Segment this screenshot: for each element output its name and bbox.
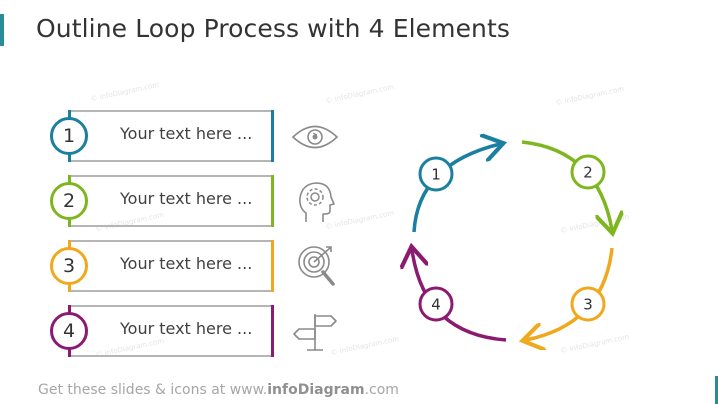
footer-prefix: Get these slides & icons at www. [38, 382, 268, 398]
cycle-node-number: 2 [583, 164, 593, 182]
text-box [68, 240, 272, 292]
cycle-node-3: 3 [570, 286, 606, 322]
right-accent [271, 175, 274, 227]
corner-accent-bar [715, 376, 718, 404]
step-text: Your text here ... [120, 189, 253, 208]
right-accent [271, 240, 274, 292]
text-box [68, 110, 272, 162]
step-number-badge: 1 [50, 117, 88, 155]
step-text: Your text here ... [120, 124, 253, 143]
watermark: © infoDiagram.com [324, 82, 395, 106]
step-number-badge: 2 [50, 182, 88, 220]
eye-icon [291, 125, 339, 149]
list-item-step-2: 2 Your text here ... [50, 175, 280, 231]
list-item-step-3: 3 Your text here ... [50, 240, 280, 296]
page-title: Outline Loop Process with 4 Elements [36, 14, 511, 43]
step-text: Your text here ... [120, 254, 253, 273]
text-box [68, 305, 272, 357]
head-gear-icon [299, 182, 335, 222]
right-accent [271, 110, 274, 162]
signpost-icon [293, 314, 337, 351]
loop-cycle-diagram: 1 2 3 4 [390, 120, 630, 350]
cycle-node-4: 4 [418, 286, 454, 322]
cycle-node-number: 4 [431, 296, 441, 314]
text-box [68, 175, 272, 227]
watermark: © infoDiagram.com [554, 84, 625, 108]
cycle-node-number: 1 [431, 166, 441, 184]
cycle-node-number: 3 [583, 296, 593, 314]
cycle-node-2: 2 [570, 154, 606, 190]
step-text: Your text here ... [120, 319, 253, 338]
watermark: © infoDiagram.com [89, 80, 160, 104]
step-number-badge: 4 [50, 312, 88, 350]
footer-credit: Get these slides & icons at www.infoDiag… [38, 382, 399, 398]
footer-suffix: .com [364, 382, 399, 398]
list-item-step-1: 1 Your text here ... [50, 110, 280, 166]
footer-brand: infoDiagram [267, 382, 365, 398]
right-accent [271, 305, 274, 357]
target-magnifier-icon [298, 246, 335, 286]
cycle-node-1: 1 [418, 156, 454, 192]
list-item-step-4: 4 Your text here ... [50, 305, 280, 361]
step-number-badge: 3 [50, 247, 88, 285]
title-accent-bar [0, 14, 4, 46]
